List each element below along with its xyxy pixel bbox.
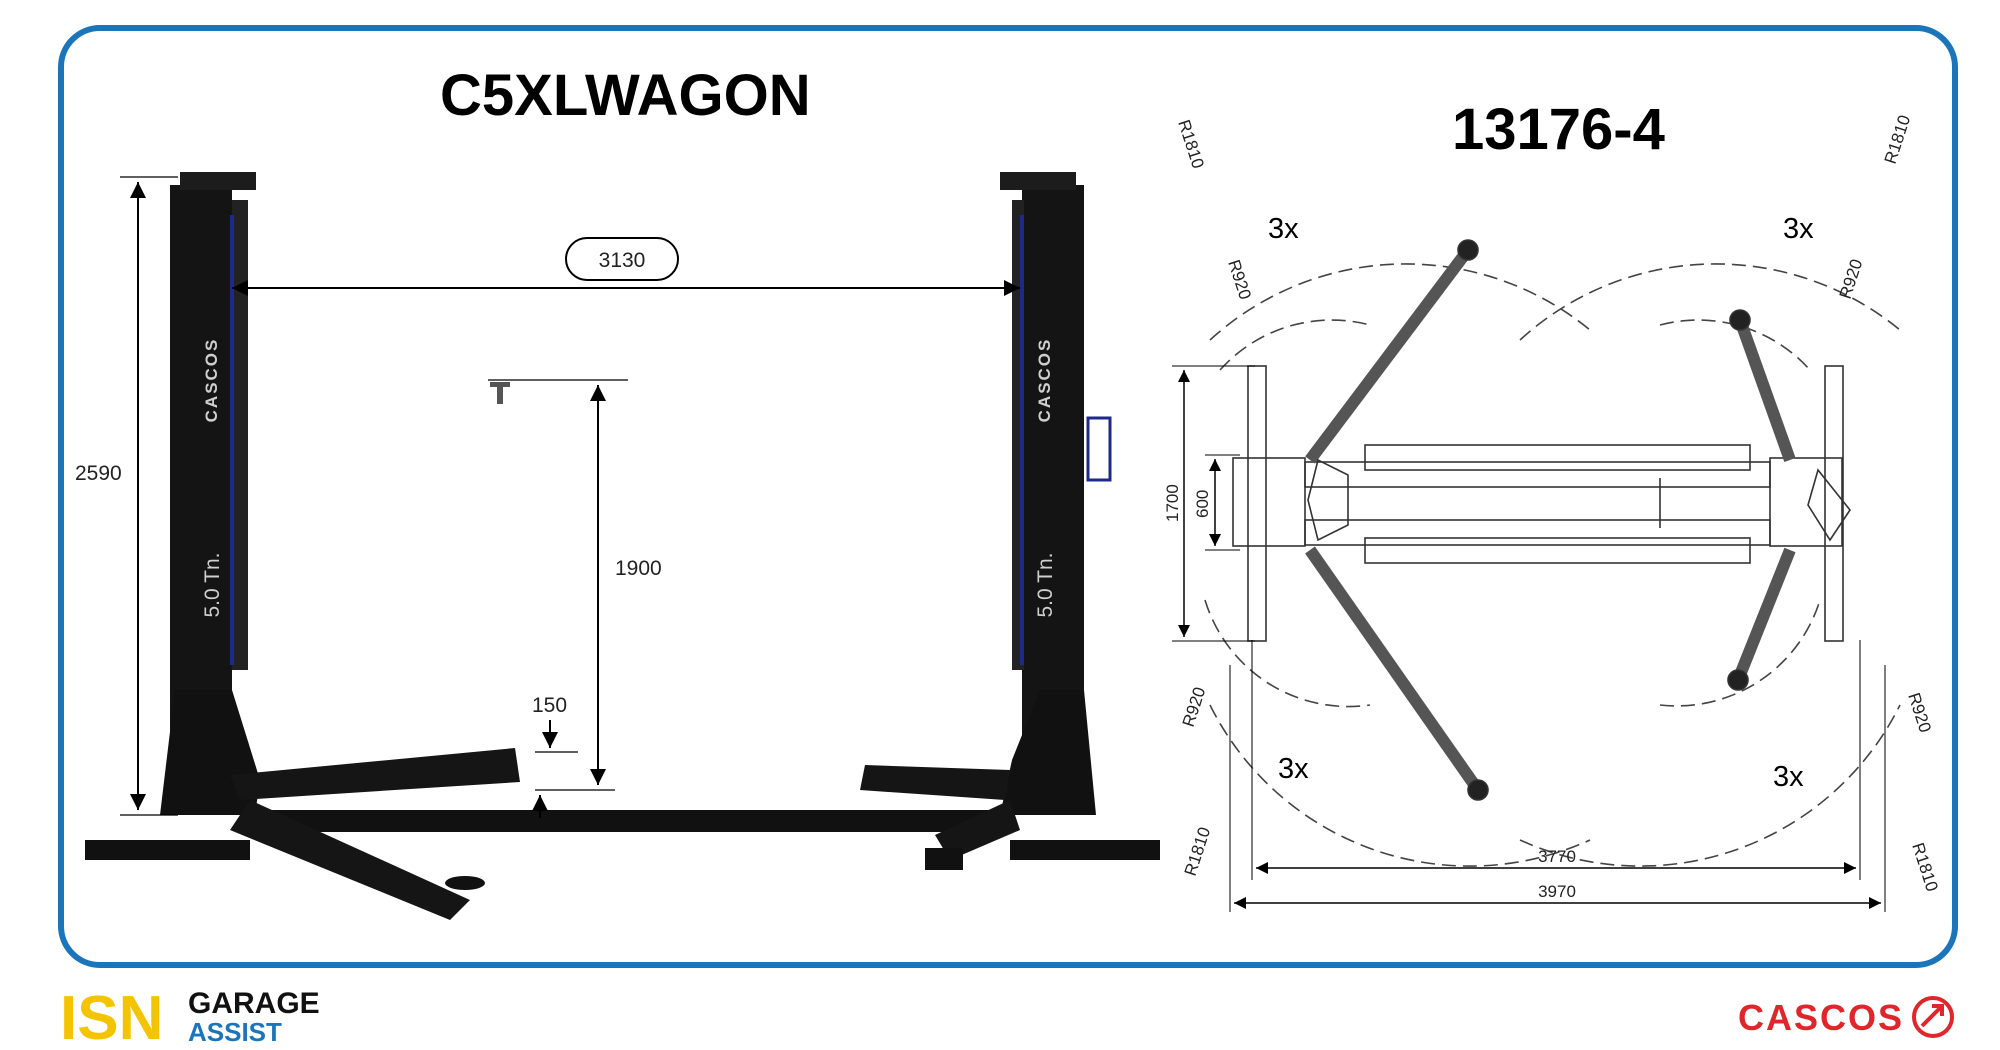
radius-inner-bottom-right: R920 [1904,690,1935,735]
right-column-brand: CASCOS [1035,338,1054,423]
left-view-dimensions: 2590 3130 1900 150 [75,176,1020,818]
model-title: C5XLWAGON [440,63,811,128]
isn-garage-assist-logo: ISN GARAGE ASSIST [60,985,320,1045]
quantity-bottom-left: 3x [1278,753,1309,785]
min-height-dimension: 150 [532,694,567,717]
isn-logo-assist: ASSIST [188,1017,282,1045]
plan-depth-outer: 1700 [1163,484,1182,522]
left-column: CASCOS 5.0 Tn. [160,172,260,815]
isn-logo-letters: ISN [60,985,163,1045]
height-dimension: 2590 [75,462,122,485]
plan-depth-inner: 600 [1193,490,1212,518]
quantity-top-left: 3x [1268,213,1299,245]
lift-front-view: CASCOS 5.0 Tn. CASCOS 5.0 Tn. [85,172,1160,920]
radius-outer-bottom-left: R1810 [1181,825,1215,879]
radius-inner-top-left: R920 [1224,257,1255,302]
diagram-frame [58,25,1958,968]
part-number-title: 13176-4 [1452,97,1665,162]
quantity-top-right: 3x [1783,213,1814,245]
plan-width-inner: 3770 [1538,847,1576,866]
cascos-logo: CASCOS [1738,996,1954,1038]
right-column: CASCOS 5.0 Tn. [1000,172,1112,815]
plan-width-outer: 3970 [1538,882,1576,901]
right-column-capacity: 5.0 Tn. [1034,553,1057,618]
cascos-emblem-icon [1912,996,1954,1038]
radius-inner-bottom-left: R920 [1179,685,1210,730]
lift-dimension: 1900 [615,557,662,580]
radius-inner-top-right: R920 [1836,257,1867,302]
radius-outer-top-right: R1810 [1881,113,1915,167]
lift-plan-view [1204,239,1901,867]
radius-outer-top-left: R1810 [1174,117,1208,171]
width-dimension: 3130 [599,249,646,272]
isn-logo-garage: GARAGE [188,987,320,1020]
cascos-logo-text: CASCOS [1738,997,1904,1038]
left-column-brand: CASCOS [202,338,221,423]
left-column-capacity: 5.0 Tn. [201,553,224,618]
radius-outer-bottom-right: R1810 [1908,840,1942,894]
quantity-bottom-right: 3x [1773,761,1804,793]
